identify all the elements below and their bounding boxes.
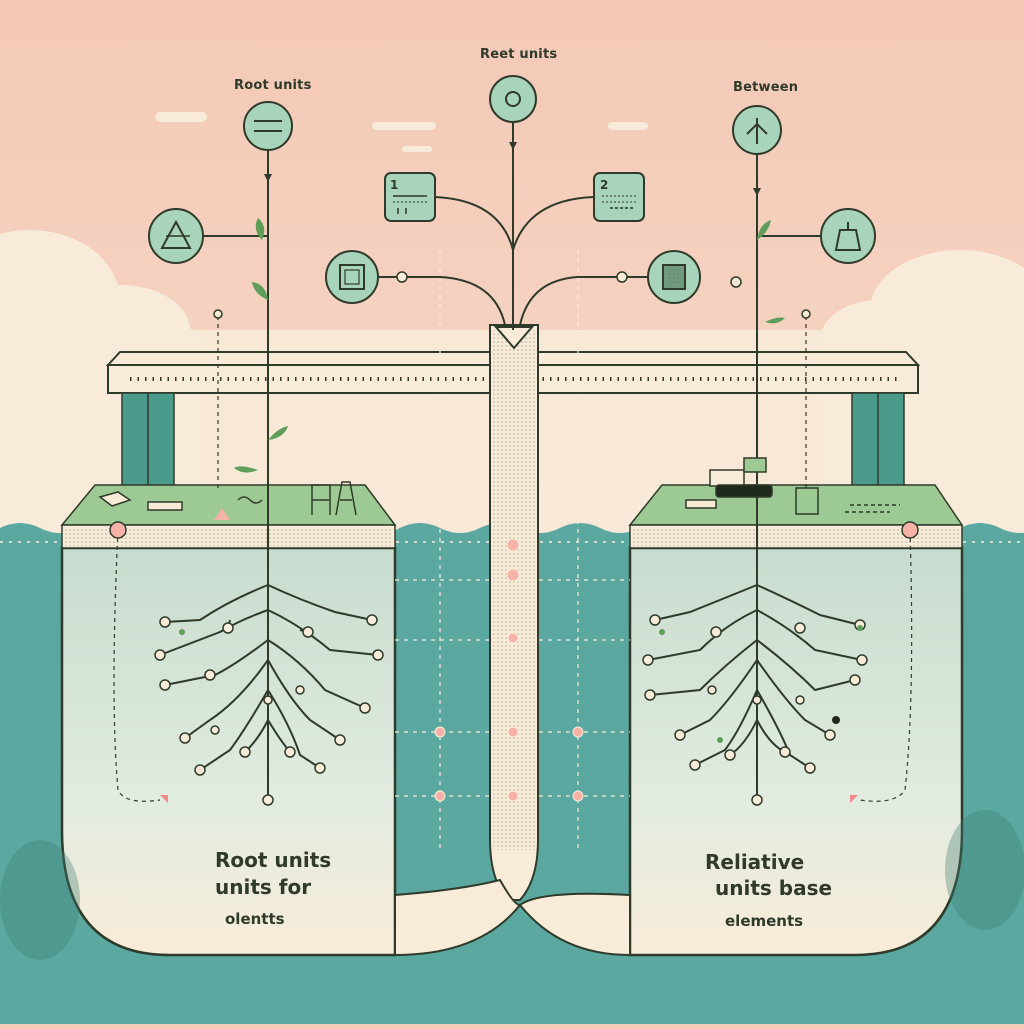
triangle-icon: [148, 208, 204, 264]
card-number-right: 2: [600, 178, 609, 192]
square-icon-right: [647, 250, 701, 304]
center-base: [394, 878, 631, 957]
circle-icon: [489, 75, 537, 123]
right-block-line2: units base: [715, 876, 833, 900]
equals-icon: [243, 101, 293, 151]
cloud-strip-right: [608, 122, 648, 130]
root-leaf-dots: [179, 625, 863, 743]
connector-dashes: [113, 316, 913, 802]
root-nodes-left: [154, 614, 384, 806]
card-number-left: 1: [390, 178, 399, 192]
connector-arrows: [264, 142, 761, 196]
right-block-line3: elements: [725, 912, 804, 930]
cloud-strip-center: [372, 122, 436, 130]
cloud-strip-small: [402, 146, 432, 152]
numbered-card-2: [593, 172, 645, 222]
leaves: [234, 218, 785, 473]
connector-points: [213, 271, 811, 319]
block-marker-right: [901, 521, 919, 539]
cloud-strip-left: [155, 112, 207, 122]
grid-dots: [434, 538, 584, 802]
left-block-line1: Root units: [215, 848, 332, 872]
arrow-up-icon: [732, 105, 782, 155]
label-top-right: Between: [733, 80, 799, 95]
right-block: [628, 546, 964, 957]
label-top-center: Reet units: [480, 47, 558, 62]
bag-icon: [820, 208, 876, 264]
grass-objects-right: [685, 457, 900, 515]
left-block-line3: olentts: [225, 910, 285, 928]
root-nodes-right: [642, 614, 868, 806]
grass-objects-left: [98, 481, 357, 520]
label-top-left: Root units: [234, 78, 312, 93]
block-marker-left: [109, 521, 127, 539]
roots-left: [159, 560, 379, 800]
numbered-card-1: [384, 172, 436, 222]
connector-lines: [202, 122, 822, 560]
left-block-line2: units for: [215, 875, 312, 899]
right-block-line1: Reliative: [705, 850, 805, 874]
square-icon-left: [325, 250, 379, 304]
